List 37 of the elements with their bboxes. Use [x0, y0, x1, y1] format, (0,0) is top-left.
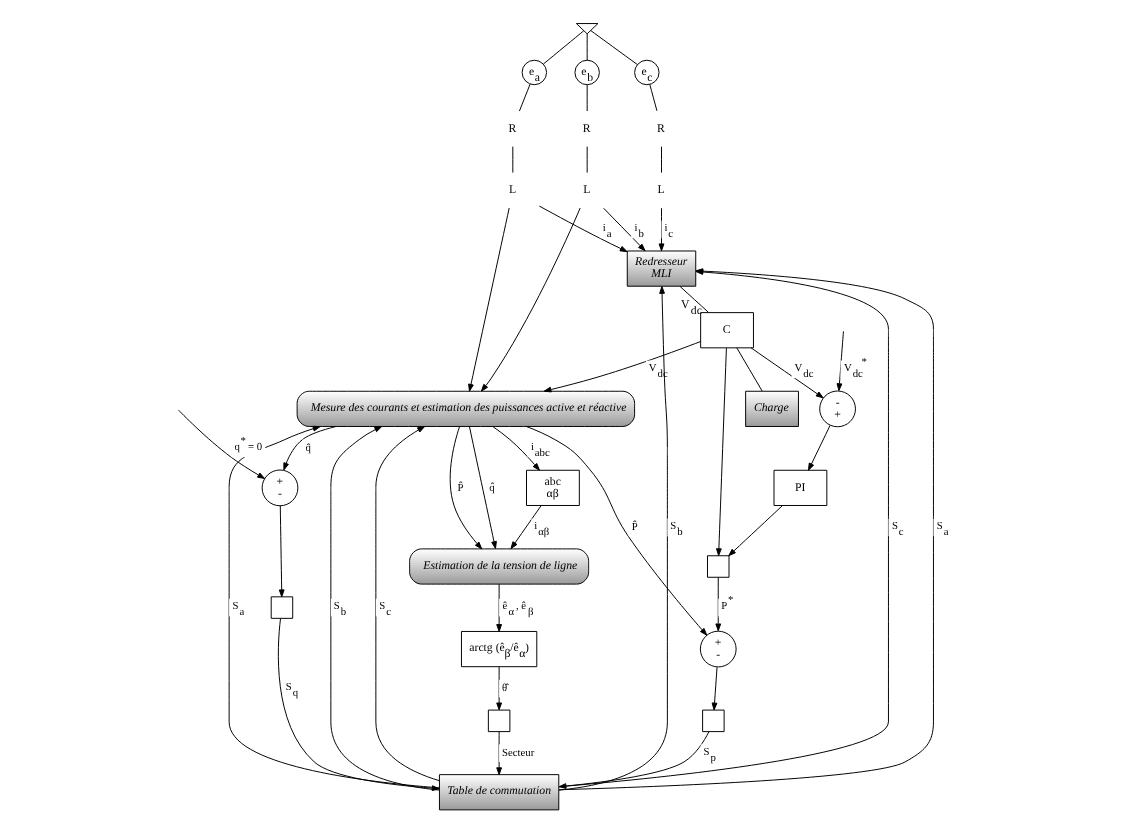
arrow [728, 505, 784, 557]
connector [649, 83, 658, 112]
arrow [538, 205, 628, 253]
arrow [750, 347, 824, 399]
connector [518, 83, 531, 112]
connector [586, 33, 588, 61]
arrow [543, 341, 702, 393]
arrow [558, 731, 710, 789]
arrow [658, 207, 665, 252]
connector [661, 146, 662, 174]
connector [736, 347, 763, 392]
arrow [449, 426, 483, 550]
arrow [510, 505, 542, 550]
arrow [836, 330, 844, 392]
arrow [496, 666, 502, 711]
arrow [278, 505, 285, 598]
node-box [702, 709, 725, 733]
node-box [707, 555, 730, 578]
arrow [496, 731, 502, 776]
connector [679, 286, 710, 313]
arrow [715, 576, 722, 632]
arrow [492, 426, 540, 471]
arrow [496, 583, 502, 632]
arrow [716, 347, 727, 557]
connector [586, 84, 588, 112]
connector [590, 30, 638, 66]
connector [512, 146, 514, 174]
node-box [487, 709, 511, 733]
node-ground [575, 23, 599, 35]
arrow [277, 618, 440, 792]
connector [542, 30, 585, 65]
arrow [283, 426, 337, 471]
arrow [468, 207, 510, 392]
arrow [711, 666, 718, 711]
arrow [807, 424, 831, 471]
node-box [270, 596, 294, 619]
arrow [480, 207, 581, 392]
